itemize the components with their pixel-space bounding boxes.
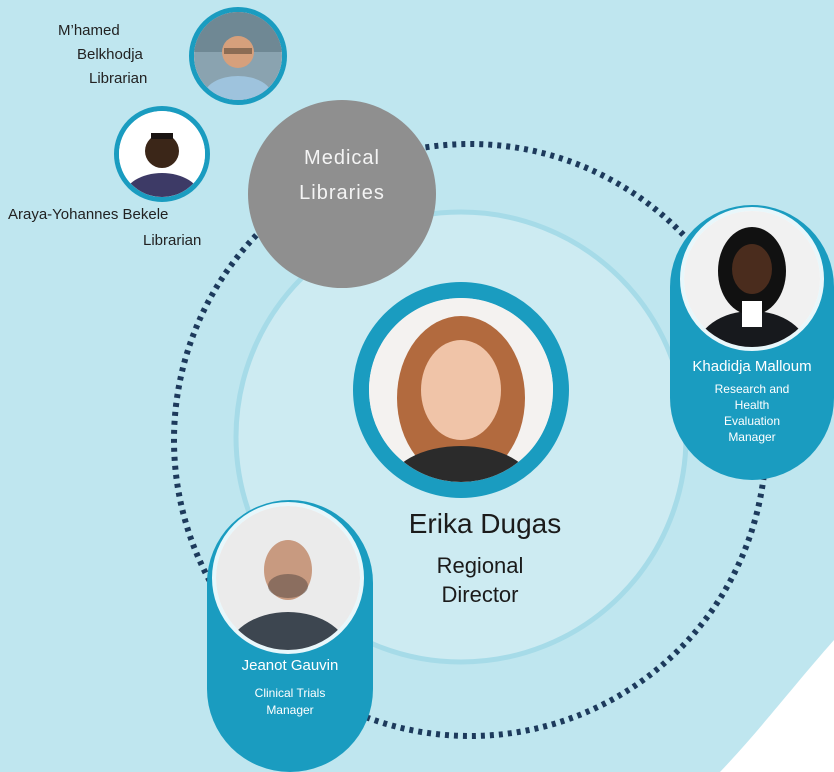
white-corner-shape xyxy=(720,640,834,772)
mhamed-name-line1: M’hamed xyxy=(58,22,120,39)
hub-label-line2: Libraries xyxy=(299,182,385,204)
erika-title-line1: Regional xyxy=(436,553,524,578)
mhamed-belkhodja-photo xyxy=(189,7,287,105)
jeanot-role-line2: Manager xyxy=(266,703,314,717)
mhamed-name-line2: Belkhodja xyxy=(77,46,143,63)
khadidja-role-line3: Evaluation xyxy=(723,414,781,428)
erika-dugas-photo xyxy=(353,282,569,498)
khadidja-malloum-photo xyxy=(680,207,824,351)
araya-bekele-photo xyxy=(114,106,210,202)
hub-label-line1: Medical xyxy=(304,147,380,169)
jeanot-role-line1: Clinical Trials xyxy=(254,686,326,700)
khadidja-name: Khadidja Malloum xyxy=(692,358,812,375)
medical-libraries-hub xyxy=(248,100,436,288)
erika-name: Erika Dugas xyxy=(408,508,562,539)
jeanot-name: Jeanot Gauvin xyxy=(241,657,339,674)
khadidja-role-line1: Research and xyxy=(714,382,790,396)
erika-title-line2: Director xyxy=(441,582,519,607)
araya-role: Librarian xyxy=(143,232,202,249)
khadidja-role-line2: Health xyxy=(734,398,770,412)
jeanot-gauvin-photo xyxy=(212,502,364,654)
khadidja-role-line4: Manager xyxy=(728,430,776,444)
araya-name: Araya-Yohannes Bekele xyxy=(8,206,169,223)
mhamed-role: Librarian xyxy=(89,70,148,87)
